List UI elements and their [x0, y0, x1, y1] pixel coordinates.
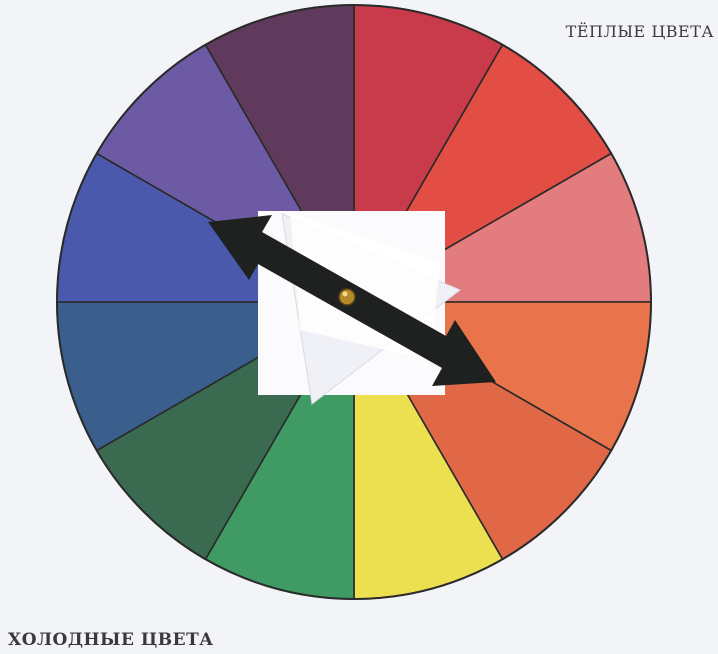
pivot-pin-icon [339, 289, 355, 305]
warm-colors-label: ТЁПЛЫЕ ЦВЕТА [566, 22, 714, 41]
pivot-pin-highlight [343, 292, 348, 297]
cold-colors-label: ХОЛОДНЫЕ ЦВЕТА [8, 630, 214, 650]
